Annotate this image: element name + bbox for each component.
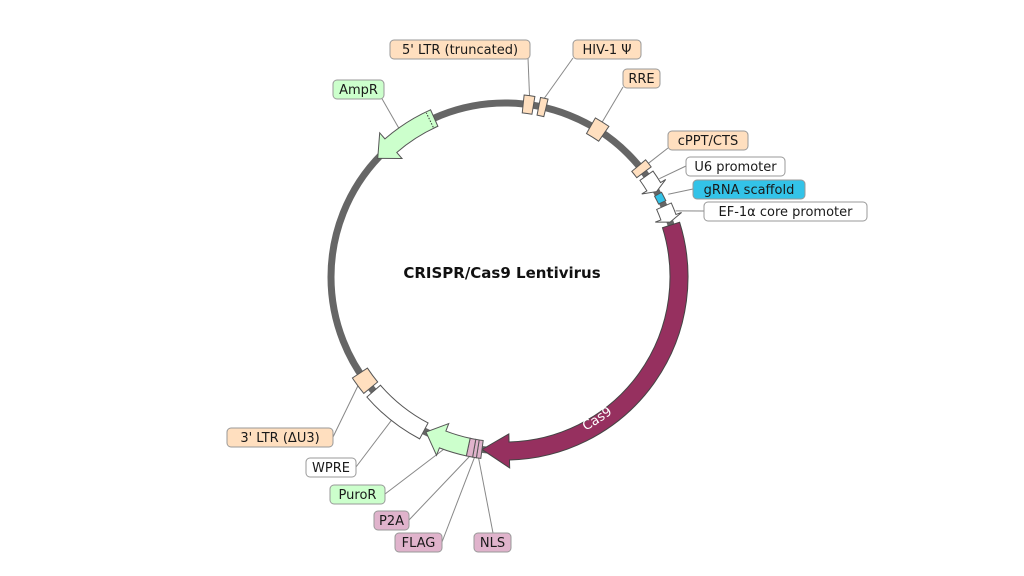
feature-ltr5[interactable] — [521, 94, 536, 115]
flag-label-text: FLAG — [402, 536, 436, 551]
p2a-label[interactable]: P2A — [373, 510, 410, 531]
grna-label[interactable]: gRNA scaffold — [692, 179, 806, 200]
cppt-shape — [631, 159, 652, 179]
feature-ef1a[interactable] — [655, 202, 682, 223]
rre-leader — [601, 86, 624, 123]
grna-label-bg — [692, 179, 806, 200]
p2a-leader — [408, 456, 470, 521]
wpre-shape — [366, 384, 429, 440]
p2a-label-text: P2A — [379, 514, 404, 529]
grna-label-text: gRNA scaffold — [704, 183, 795, 198]
ef1a-label-bg — [703, 201, 868, 222]
feature-wpre[interactable] — [366, 384, 429, 440]
psi-shape — [536, 96, 549, 118]
feature-cppt[interactable] — [631, 159, 652, 179]
nls-leader — [478, 457, 494, 534]
wpre-label-text: WPRE — [312, 461, 350, 476]
rre-shape — [585, 117, 610, 142]
puror-label[interactable]: PuroR — [329, 484, 386, 505]
ltr5-label-bg — [389, 39, 531, 60]
ltr3-shape — [351, 367, 379, 395]
wpre-leader — [355, 420, 392, 468]
feature-psi[interactable] — [536, 96, 549, 118]
feature-rre[interactable] — [585, 117, 610, 142]
ltr5-shape — [521, 94, 536, 115]
flag-leader — [441, 457, 475, 543]
ltr3-label[interactable]: 3' LTR (ΔU3) — [226, 427, 334, 448]
u6-label-text: U6 promoter — [694, 160, 777, 175]
feature-cas9[interactable] — [481, 221, 689, 469]
ampr-label-text: AmpR — [339, 83, 378, 98]
ampr-leader — [380, 96, 400, 129]
ef1a-label[interactable]: EF-1α core promoter — [703, 201, 868, 222]
feature-puror[interactable] — [425, 422, 471, 457]
grna-shape — [653, 191, 667, 205]
cppt-leader — [648, 147, 669, 164]
u6-label-bg — [685, 156, 786, 177]
feature-ltr3[interactable] — [351, 367, 379, 395]
ltr3-leader — [332, 385, 359, 438]
plasmid-title: CRISPR/Cas9 Lentivirus — [403, 264, 600, 282]
cas9-shape — [481, 221, 689, 469]
ltr3-label-bg — [226, 427, 334, 448]
flag-label-bg — [394, 532, 443, 553]
cppt-label[interactable]: cPPT/CTS — [667, 130, 749, 151]
rre-label-text: RRE — [628, 72, 654, 87]
flag-label[interactable]: FLAG — [394, 532, 443, 553]
nls-label-text: NLS — [480, 536, 505, 551]
puror-label-text: PuroR — [339, 488, 377, 503]
puror-shape — [425, 422, 471, 457]
psi-label[interactable]: HIV-1 Ψ — [572, 39, 642, 60]
ampr-shape — [377, 109, 439, 160]
ampr-promoter-mark — [425, 112, 434, 128]
u6-label[interactable]: U6 promoter — [685, 156, 786, 177]
psi-leader — [543, 57, 574, 99]
puror-leader — [384, 448, 444, 495]
grna-leader — [668, 188, 694, 195]
rre-label[interactable]: RRE — [622, 68, 661, 89]
ampr-label-bg — [332, 79, 385, 100]
u6-shape — [639, 170, 667, 195]
ef1a-shape — [655, 202, 682, 223]
nls-label-bg — [473, 532, 512, 553]
ltr5-label-text: 5' LTR (truncated) — [402, 43, 518, 58]
u6-leader — [659, 165, 687, 180]
feature-ampr[interactable] — [377, 109, 439, 160]
feature-u6[interactable] — [639, 170, 667, 195]
ltr5-label[interactable]: 5' LTR (truncated) — [389, 39, 531, 60]
wpre-label[interactable]: WPRE — [305, 457, 357, 478]
ltr5-leader — [527, 57, 531, 96]
ltr3-label-text: 3' LTR (ΔU3) — [240, 431, 319, 446]
rre-label-bg — [622, 68, 661, 89]
nls-label[interactable]: NLS — [473, 532, 512, 553]
feature-grna[interactable] — [653, 191, 667, 205]
ampr-label[interactable]: AmpR — [332, 79, 385, 100]
puror-label-bg — [329, 484, 386, 505]
psi-label-bg — [572, 39, 642, 60]
psi-label-text: HIV-1 Ψ — [582, 43, 631, 58]
wpre-label-bg — [305, 457, 357, 478]
cppt-label-bg — [667, 130, 749, 151]
ef1a-label-text: EF-1α core promoter — [719, 205, 854, 220]
cppt-label-text: cPPT/CTS — [678, 134, 738, 149]
p2a-label-bg — [373, 510, 410, 531]
